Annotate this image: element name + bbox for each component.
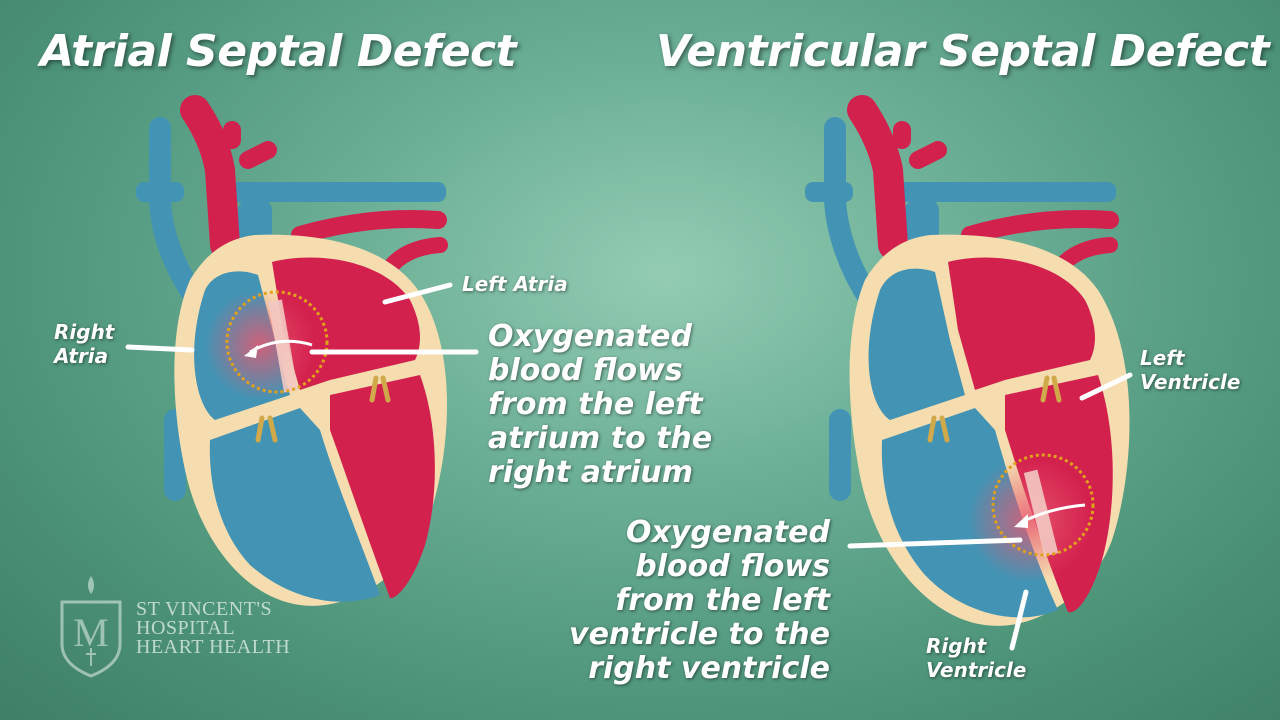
asd-title: Atrial Septal Defect — [40, 26, 517, 77]
svg-text:M: M — [73, 610, 109, 655]
asd-vessels — [136, 95, 448, 501]
vsd-defect-ring — [991, 453, 1095, 557]
right-atria-leader — [125, 344, 195, 353]
right-atria-label: Right Atria — [54, 320, 115, 368]
right-ventricle-label: Right Ventricle — [926, 634, 1027, 682]
left-ventricle-label: Left Ventricle — [1140, 346, 1241, 394]
right-ventricle-leader — [1009, 589, 1029, 651]
vsd-heart-body — [849, 234, 1130, 626]
left-ventricle-leader — [1079, 372, 1133, 401]
shield-monogram-icon: M — [60, 576, 122, 678]
left-atria-label: Left Atria — [462, 272, 568, 296]
logo-text: ST VINCENT'S HOSPITAL HEART HEALTH — [136, 598, 291, 658]
asd-heart-body — [174, 234, 447, 606]
vsd-description-leader — [847, 537, 1023, 549]
asd-defect-ring — [225, 290, 329, 394]
asd-description: Oxygenated blood flows from the left atr… — [488, 319, 713, 490]
left-atria-leader — [382, 282, 453, 305]
vsd-description: Oxygenated blood flows from the left ven… — [569, 515, 830, 686]
vsd-title: Ventricular Septal Defect — [656, 26, 1270, 77]
